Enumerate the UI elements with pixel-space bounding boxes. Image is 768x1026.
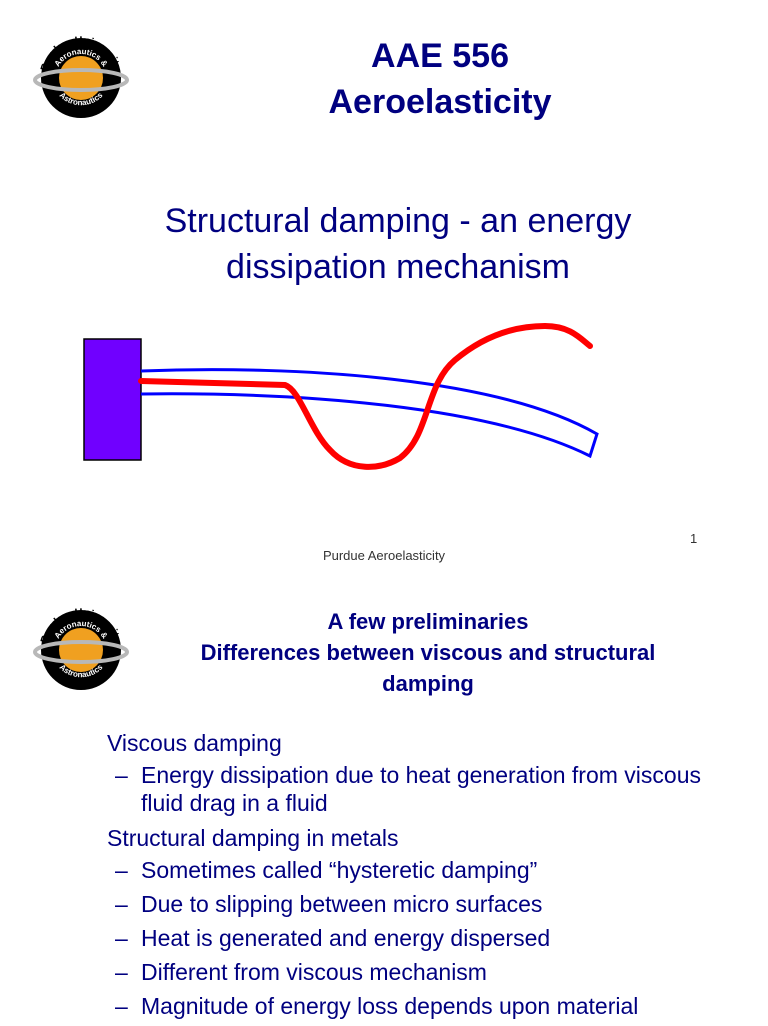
slide-1: Purdue University Aeronautics & Astronau… <box>33 33 726 563</box>
beam-diagram <box>83 323 599 470</box>
dash-marker: – <box>115 959 128 985</box>
course-code: AAE 556 <box>371 37 509 75</box>
title-line-2: Differences between viscous and structur… <box>200 640 656 665</box>
title-line-3: damping <box>382 671 474 696</box>
bullet-text: Viscous damping <box>107 730 282 756</box>
sub-bullet-item: – Heat is generated and energy dispersed <box>0 924 701 952</box>
sub-bullet-text: Magnitude of energy loss depends upon ma… <box>141 993 639 1019</box>
bullet-list: Viscous damping – Energy dissipation due… <box>0 728 768 1026</box>
dash-marker: – <box>115 925 128 951</box>
dash-marker: – <box>115 857 128 883</box>
dash-marker: – <box>115 762 128 788</box>
page-number: 1 <box>690 531 698 546</box>
dash-marker: – <box>115 891 128 917</box>
mode-shape-curve <box>138 323 593 470</box>
sub-bullet-text: Different from viscous mechanism <box>141 959 487 985</box>
sub-bullet-item: – Different from viscous mechanism <box>0 958 701 986</box>
sub-bullet-item: – Magnitude of energy loss depends upon … <box>0 992 701 1020</box>
sub-bullet-text: Energy dissipation due to heat generatio… <box>141 762 701 816</box>
deflected-beam <box>140 368 599 459</box>
sub-bullet-item: – Energy dissipation due to heat generat… <box>0 761 701 817</box>
subtitle-line-1: Structural damping - an energy <box>164 202 632 240</box>
bullet-text: Structural damping in metals <box>107 825 399 851</box>
footer-text: Purdue Aeroelasticity <box>322 548 446 563</box>
bullet-item: Viscous damping <box>0 728 768 759</box>
sub-bullet-text: Sometimes called “hysteretic damping” <box>141 857 538 883</box>
slide-subtitle: Structural damping - an energy dissipati… <box>70 198 726 290</box>
slide-title: AAE 556 Aeroelasticity <box>240 33 640 125</box>
slide-2: Purdue University Aeronautics & Astronau… <box>0 578 768 1024</box>
purdue-aa-logo-icon: Purdue University Aeronautics & Astronau… <box>33 35 129 118</box>
sub-bullet-text: Heat is generated and energy dispersed <box>141 925 551 951</box>
subtitle-line-2: dissipation mechanism <box>226 248 570 286</box>
dash-marker: – <box>115 993 128 1019</box>
title-line-1: A few preliminaries <box>327 609 529 634</box>
sub-bullet-item: – Due to slipping between micro surfaces <box>0 890 701 918</box>
clamp-block <box>83 338 142 461</box>
slide-title: A few preliminaries Differences between … <box>150 606 706 699</box>
bullet-item: Structural damping in metals <box>0 823 768 854</box>
sub-bullet-item: – Sometimes called “hysteretic damping” <box>0 856 701 884</box>
purdue-aa-logo-icon: Purdue University Aeronautics & Astronau… <box>33 607 129 690</box>
sub-bullet-text: Due to slipping between micro surfaces <box>141 891 543 917</box>
course-name: Aeroelasticity <box>328 83 552 121</box>
